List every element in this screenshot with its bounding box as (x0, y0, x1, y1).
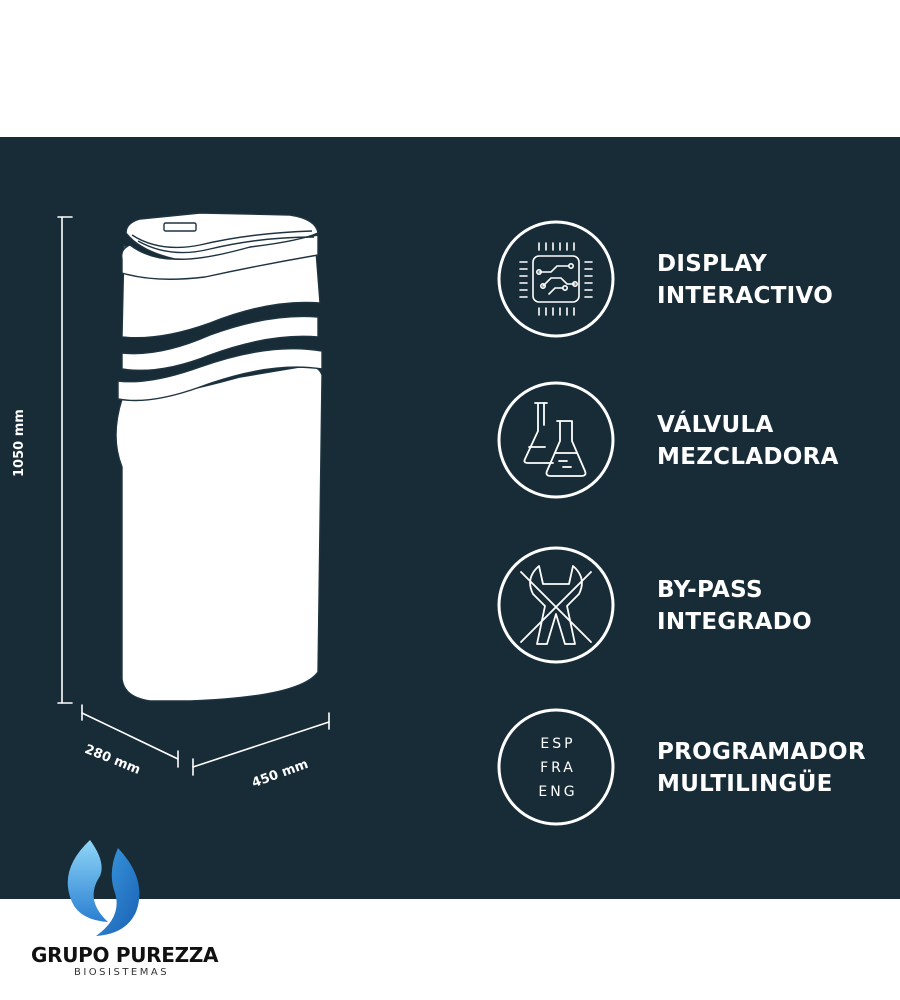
height-label: 1050 mm (12, 409, 27, 477)
softener-cabinet (115, 212, 323, 702)
feature-label: PROGRAMADOR MULTILINGÜE (657, 739, 866, 797)
circuit-chip-icon (497, 220, 615, 338)
lab-flasks-icon (497, 381, 615, 499)
water-softener-illustration (57, 212, 330, 776)
crossed-wrench-icon (497, 546, 615, 664)
logo-subtitle: BIOSISTEMAS (74, 967, 170, 978)
language-eng: ENG (538, 784, 577, 800)
width-dimension-line (192, 721, 330, 768)
logo-name: GRUPO PUREZZA (31, 943, 219, 967)
feature-label: DISPLAY INTERACTIVO (657, 251, 834, 309)
feature-multilingual: ESP FRA ENG PROGRAMADOR MULTILINGÜE (495, 706, 895, 831)
language-codes-icon: ESP FRA ENG (497, 708, 615, 826)
language-esp: ESP (540, 736, 575, 752)
language-fra: FRA (540, 760, 576, 776)
feature-label: BY-PASS INTEGRADO (657, 577, 812, 635)
depth-dimension-line (81, 712, 179, 760)
feature-label: VÁLVULA MEZCLADORA (657, 412, 839, 470)
feature-display: DISPLAY INTERACTIVO (495, 218, 895, 343)
grupo-purezza-logo: GRUPO PUREZZA BIOSISTEMAS (28, 840, 228, 990)
feature-mixing-valve: VÁLVULA MEZCLADORA (495, 379, 895, 504)
product-panel: 1050 mm 280 mm 450 mm (0, 137, 900, 899)
water-flame-icon (67, 840, 140, 936)
feature-bypass: BY-PASS INTEGRADO (495, 544, 895, 669)
